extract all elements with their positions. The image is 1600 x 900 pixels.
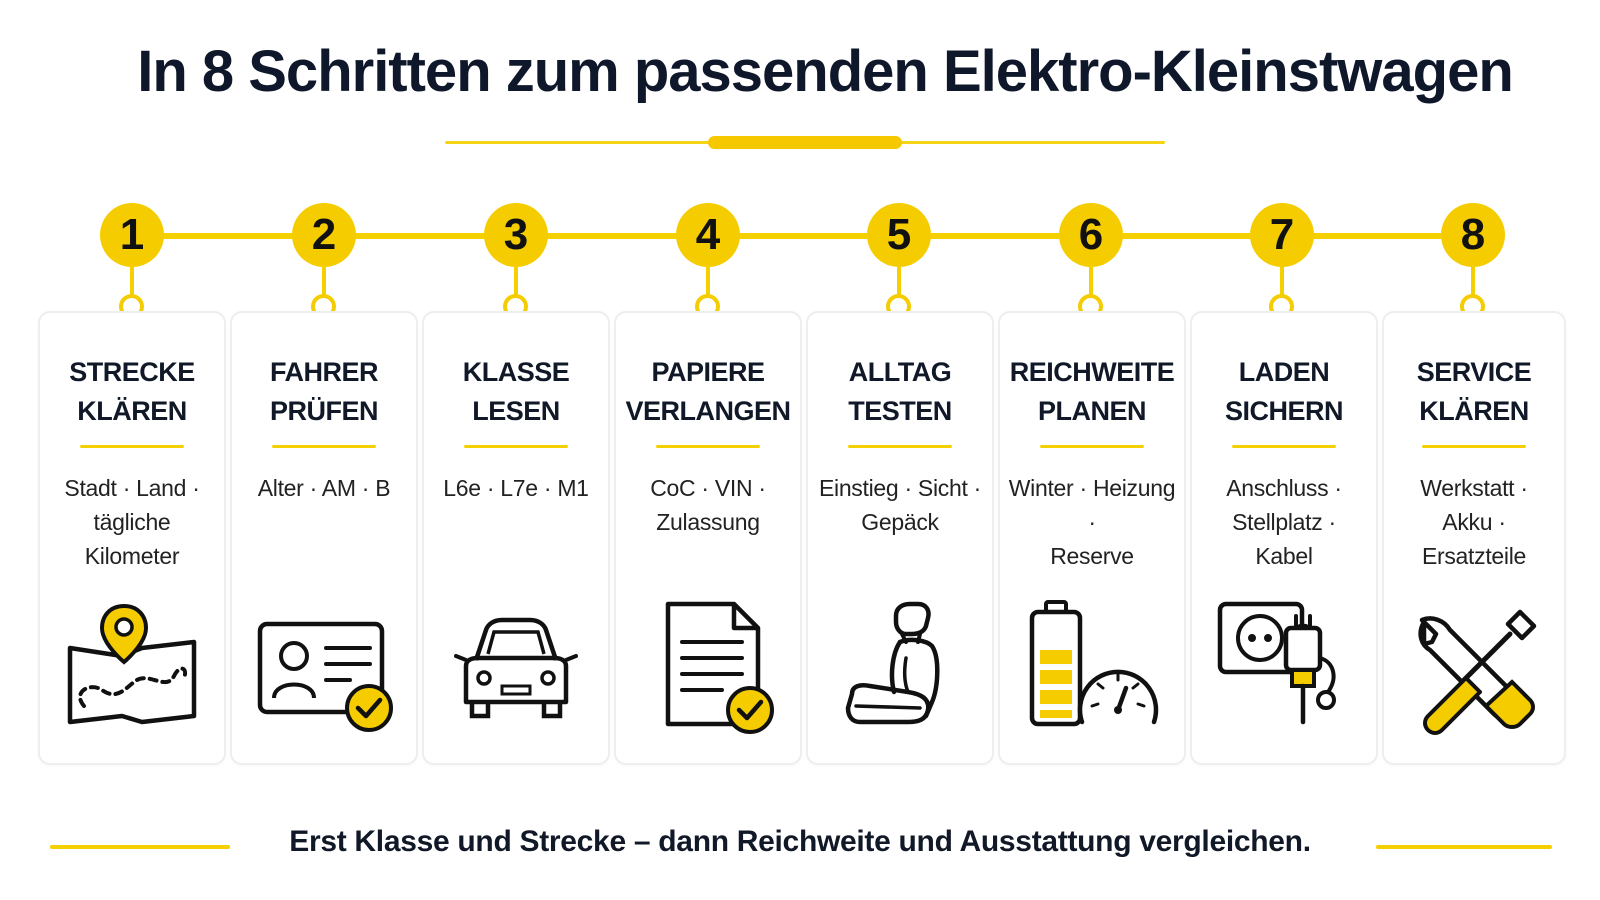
footer-line-left [50, 845, 230, 849]
step-connector-6 [1089, 265, 1093, 295]
step-card-6: REICHWEITE PLANEN Winter · Heizung · Res… [998, 311, 1186, 765]
step-title-line: SERVICE [1416, 357, 1532, 387]
battery-gauge-icon [1029, 600, 1159, 727]
step-title-line: KLASSE [462, 357, 570, 387]
step-connector-4 [706, 265, 710, 295]
step-card-2: FAHRER PRÜFEN Alter · AM · B [230, 311, 418, 765]
step-text-line: Kabel [1255, 543, 1313, 569]
step-text-7: Anschluss · Stellplatz · Kabel [1198, 471, 1370, 573]
step-text-line: Anschluss · [1226, 475, 1342, 501]
step-card-7: LADEN SICHERN Anschluss · Stellplatz · K… [1190, 311, 1378, 765]
step-text-5: Einstieg · Sicht · Gepäck [814, 471, 986, 539]
id-card-icon [257, 621, 393, 732]
step-text-6: Winter · Heizung · Reserve [1006, 471, 1178, 573]
step-number-5: 5 [867, 203, 931, 267]
step-title-line: LADEN [1238, 357, 1330, 387]
step-text-1: Stadt · Land · tägliche Kilometer [46, 471, 218, 573]
step-text-line: Akku · [1442, 509, 1506, 535]
page-title: In 8 Schritten zum passenden Elektro-Kle… [137, 39, 1514, 104]
step-text-line: L6e · L7e · M1 [443, 475, 589, 501]
step-connector-8 [1471, 265, 1475, 295]
step-title-line: ALLTAG [848, 357, 952, 387]
step-title-line: STRECKE [69, 357, 195, 387]
step-title-line: VERLANGEN [625, 396, 791, 426]
step-title-5: ALLTAG TESTEN [808, 353, 992, 431]
step-title-2: FAHRER PRÜFEN [232, 353, 416, 431]
step-connector-5 [897, 265, 901, 295]
step-connector-2 [322, 265, 326, 295]
step-connector-1 [130, 265, 134, 295]
footer-summary: Erst Klasse und Strecke – dann Reichweit… [289, 825, 1311, 858]
step-card-1: STRECKE KLÄREN Stadt · Land · tägliche K… [38, 311, 226, 765]
step-title-line: PAPIERE [651, 357, 765, 387]
step-title-line: KLÄREN [77, 396, 187, 426]
document-check-icon [665, 601, 774, 734]
step-connector-7 [1280, 265, 1284, 295]
step-card-8: SERVICE KLÄREN Werkstatt · Akku · Ersatz… [1382, 311, 1566, 765]
wrench-screwdriver-icon [1418, 609, 1537, 735]
step-divider-2 [272, 445, 376, 448]
step-card-5: ALLTAG TESTEN Einstieg · Sicht · Gepäck [806, 311, 994, 765]
step-text-line: Gepäck [861, 509, 939, 535]
step-divider-5 [848, 445, 952, 448]
step-number-2: 2 [292, 203, 356, 267]
step-text-line: Alter · AM · B [257, 475, 391, 501]
step-number-1: 1 [100, 203, 164, 267]
step-divider-7 [1232, 445, 1336, 448]
step-title-line: REICHWEITE [1009, 357, 1175, 387]
step-number-4: 4 [676, 203, 740, 267]
step-title-3: KLASSE LESEN [424, 353, 608, 431]
step-title-4: PAPIERE VERLANGEN [616, 353, 800, 431]
step-title-line: FAHRER [269, 357, 379, 387]
step-text-8: Werkstatt · Akku · Ersatzteile [1390, 471, 1558, 573]
step-text-line: Zulassung [656, 509, 760, 535]
step-text-line: Werkstatt · [1420, 475, 1528, 501]
step-divider-4 [656, 445, 760, 448]
step-title-8: SERVICE KLÄREN [1384, 353, 1564, 431]
step-text-line: tägliche [93, 509, 171, 535]
step-number-7: 7 [1250, 203, 1314, 267]
step-title-line: TESTEN [848, 396, 952, 426]
car-icon [454, 617, 578, 719]
step-title-line: PLANEN [1037, 396, 1147, 426]
step-text-line: Winter · Heizung · [1008, 475, 1176, 535]
step-title-line: LESEN [472, 396, 560, 426]
step-number-3: 3 [484, 203, 548, 267]
step-number-6: 6 [1059, 203, 1123, 267]
footer-line-right [1376, 845, 1552, 849]
step-title-1: STRECKE KLÄREN [40, 353, 224, 431]
step-divider-3 [464, 445, 568, 448]
step-divider-1 [80, 445, 184, 448]
step-title-line: PRÜFEN [269, 396, 379, 426]
step-title-line: KLÄREN [1419, 396, 1529, 426]
step-divider-6 [1040, 445, 1144, 448]
socket-plug-icon [1217, 601, 1336, 725]
step-connector-3 [514, 265, 518, 295]
step-title-7: LADEN SICHERN [1192, 353, 1376, 431]
step-title-6: REICHWEITE PLANEN [1000, 353, 1184, 431]
step-text-line: CoC · VIN · [650, 475, 766, 501]
step-text-line: Ersatzteile [1421, 543, 1527, 569]
step-text-line: Reserve [1050, 543, 1134, 569]
map-pin-icon [67, 603, 197, 725]
car-seat-icon [845, 601, 940, 725]
step-text-line: Stadt · Land · [64, 475, 200, 501]
step-text-line: Einstieg · Sicht · [818, 475, 982, 501]
timeline-line [132, 233, 1474, 239]
step-number-8: 8 [1441, 203, 1505, 267]
step-card-3: KLASSE LESEN L6e · L7e · M1 [422, 311, 610, 765]
step-text-2: Alter · AM · B [238, 471, 410, 505]
title-underline-accent [708, 136, 902, 149]
step-divider-8 [1422, 445, 1526, 448]
step-text-4: CoC · VIN · Zulassung [622, 471, 794, 539]
step-text-line: Kilometer [84, 543, 180, 569]
step-title-line: SICHERN [1224, 396, 1344, 426]
step-card-4: PAPIERE VERLANGEN CoC · VIN · Zulassung [614, 311, 802, 765]
step-text-line: Stellplatz · [1232, 509, 1336, 535]
step-text-3: L6e · L7e · M1 [430, 471, 602, 505]
